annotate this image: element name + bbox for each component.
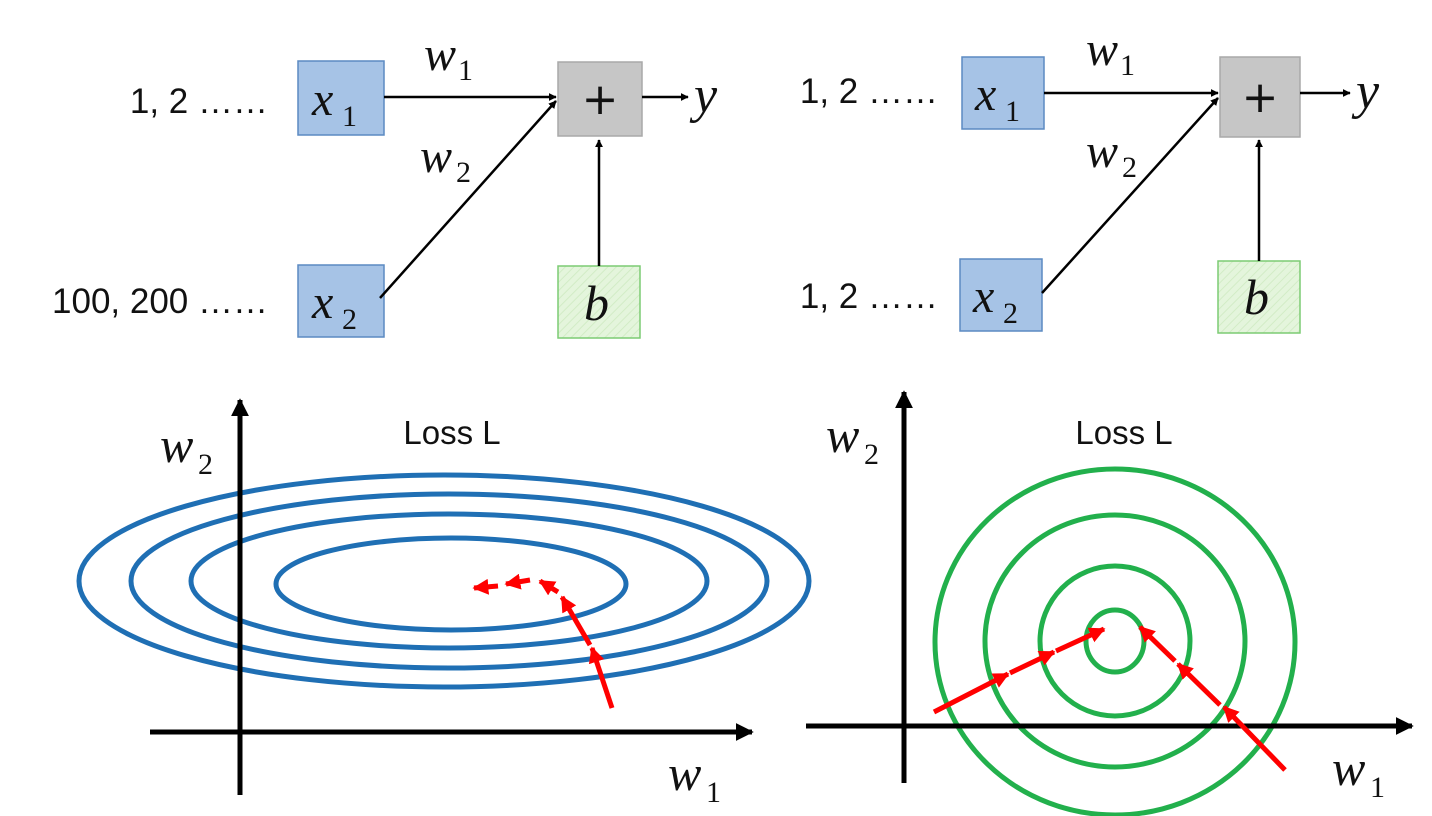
w1-axis-label: w [668,745,701,801]
left-network: 1, 2 …… 100, 200 …… x 1 x 2 + b w 1 w 2 … [52,28,718,339]
loss-contours [932,466,1298,816]
w2-edge-arrow [1041,97,1219,294]
update-arrow-5 [472,578,499,595]
x2-values-text: 1, 2 …… [800,277,938,316]
w1-weight-subscript: 1 [458,54,473,87]
w1-weight-label: w [1086,23,1118,76]
w1-weight-label: w [424,28,456,81]
update-arrow-right-3 [1138,625,1177,663]
w1-weight-subscript: 1 [1120,49,1135,82]
sum-symbol: + [1242,72,1279,123]
w2-edge-arrow [379,100,557,299]
update-arrows [472,573,615,709]
w1-axis-subscript: 1 [1370,771,1385,804]
x2-label: x [972,270,994,323]
w2-weight-subscript: 2 [456,156,471,189]
contour-ring-4 [76,472,812,690]
contour-ring-2 [188,511,710,651]
x2-subscript: 2 [342,303,357,336]
update-arrows [932,625,1287,772]
sum-node-box [557,61,643,137]
loss-title: Loss L [1075,414,1172,451]
bias-label: b [1244,269,1269,325]
right-network: 1, 2 …… 1, 2 …… x 1 x 2 + b w 1 w 2 y [800,23,1380,334]
contour-ring-3 [982,512,1248,770]
x1-values-text: 1, 2 …… [130,82,268,121]
x1-subscript: 1 [342,100,357,133]
bias-box [557,265,641,339]
left-loss-plot: Loss L w 2 w 1 [76,398,812,809]
right-loss-plot: Loss L w 2 w 1 [806,390,1414,816]
w2-axis-subscript: 2 [198,448,213,481]
update-arrow-4 [504,573,531,590]
output-y-label: y [1351,63,1380,120]
x2-input-box [959,258,1043,332]
bias-label: b [584,275,609,331]
update-arrow-3 [538,578,560,596]
sum-symbol: + [582,74,619,125]
contour-ring-4 [932,466,1298,816]
x2-subscript: 2 [1003,297,1018,330]
w2-axis-label: w [826,407,859,463]
w2-axis-label: w [160,417,193,473]
update-arrow-right-2 [1176,662,1222,707]
x2-label: x [311,276,333,329]
w2-weight-label: w [1086,125,1118,178]
x1-label: x [311,73,333,126]
bias-box [1217,260,1301,334]
x2-values-text: 100, 200 …… [52,282,268,321]
sum-node-box [1219,56,1301,138]
w1-axis-label: w [1332,740,1365,796]
loss-contours [76,472,812,690]
w1-axis-subscript: 1 [706,776,721,809]
contour-ring-2 [1037,563,1193,719]
contour-ring-3 [128,491,770,671]
x1-input-box [961,56,1045,130]
contour-ring-1 [273,535,629,633]
w2-weight-subscript: 2 [1122,151,1137,184]
update-arrow-left-1 [932,671,1010,715]
loss-title: Loss L [403,414,500,451]
update-arrow-2 [559,595,593,647]
w2-weight-label: w [420,130,452,183]
update-arrow-left-2 [1008,649,1056,676]
output-y-label: y [689,67,718,124]
contour-ring-1 [1083,607,1147,675]
x1-subscript: 1 [1005,95,1020,128]
update-arrow-1 [588,646,615,709]
x1-values-text: 1, 2 …… [800,72,938,111]
x1-input-box [297,60,385,136]
update-arrow-right-1 [1222,705,1287,772]
x2-input-box [297,264,385,338]
w2-axis-subscript: 2 [864,438,879,471]
update-arrow-left-3 [1054,626,1106,654]
x1-label: x [974,68,996,121]
